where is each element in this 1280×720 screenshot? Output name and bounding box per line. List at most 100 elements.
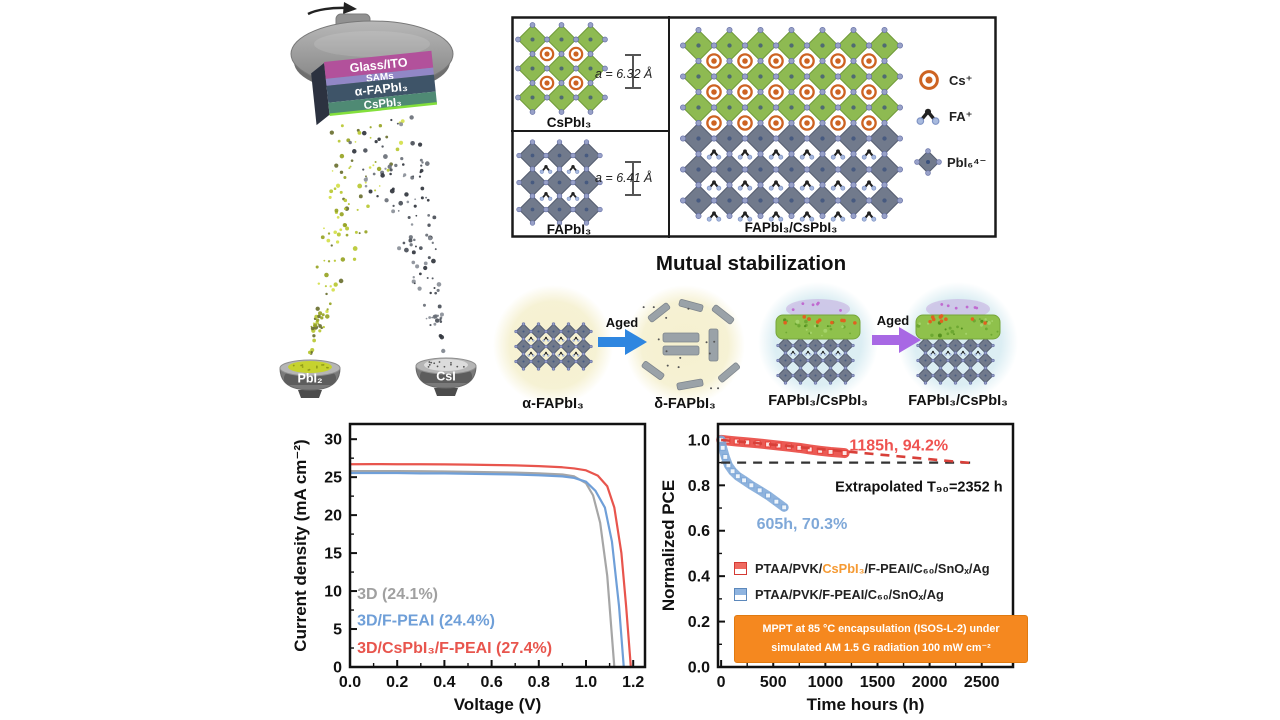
aged-arrow-1 <box>598 329 647 355</box>
annotation-2: 3D/F-PEAI (24.4%) <box>357 613 495 630</box>
hetero-label: FAPbI₃/CsPbI₃ <box>745 220 838 235</box>
gray-lattice <box>916 336 995 385</box>
legend-row-control-device: PTAA/PVK/F-PEAI/C₆₀/SnOₓ/Ag <box>734 581 990 607</box>
y-tick-label: 0.8 <box>688 478 710 495</box>
x-tick-label: 0.4 <box>433 674 455 691</box>
jv-chart-svg: 0.0 0.2 0.4 0.6 0.8 1.0 1.2 0 5 10 15 20 25 30 3D (24.… <box>291 422 647 714</box>
green-lattice <box>515 22 608 115</box>
step-label-3: FAPbI₃/CsPbI₃ <box>768 393 868 409</box>
gray-lattice <box>516 139 603 226</box>
y-axis-title: Normalized PCE <box>659 480 678 611</box>
annotation-2: 605h, 70.3% <box>757 516 848 533</box>
csi-particle-stream <box>348 115 446 354</box>
y-tick-label: 20 <box>324 508 342 525</box>
x-tick-label: 1000 <box>808 674 844 691</box>
y-tick-label: 5 <box>333 622 342 639</box>
y-tick-label: 15 <box>324 546 342 563</box>
legend-row-cspbi3-device: PTAA/PVK/CsPbI₃/F-PEAI/C₆₀/SnOₓ/Ag <box>734 555 990 581</box>
x-tick-label: 500 <box>760 674 787 691</box>
condition-line-2: simulated AM 1.5 G radiation 100 mW cm⁻² <box>771 642 991 654</box>
step-label-4: FAPbI₃/CsPbI₃ <box>908 393 1008 409</box>
y-tick-label: 1.0 <box>688 432 710 449</box>
step-label-1: α-FAPbI₃ <box>522 396 584 412</box>
source-label-1: PbI₂ <box>298 372 323 386</box>
layer-2 <box>325 67 434 86</box>
x-tick-label: 0.8 <box>528 674 550 691</box>
pbi2-particle-stream <box>307 119 405 355</box>
y-tick-label: 0 <box>333 660 342 677</box>
y-tick-label: 0.2 <box>688 614 710 631</box>
gray-lattice <box>514 322 593 371</box>
legend-marker-red <box>734 561 747 575</box>
hetero-film <box>915 299 1001 385</box>
y-tick-label: 0.4 <box>688 569 710 586</box>
annotation-1: 1185h, 94.2% <box>849 437 948 454</box>
layer-3 <box>326 74 436 103</box>
x-tick-label: 0.0 <box>339 674 361 691</box>
rotation-arrow-icon <box>307 2 357 16</box>
x-axis-title: Time hours (h) <box>807 695 925 714</box>
layer-label-3: α-FAPbI₃ <box>354 79 408 98</box>
layer-4 <box>328 91 437 115</box>
y-tick-label: 25 <box>324 470 342 487</box>
y-tick-label: 10 <box>324 584 342 601</box>
y-tick-label: 0.6 <box>688 523 710 540</box>
x-tick-label: 0.2 <box>386 674 408 691</box>
x-axis-title: Voltage (V) <box>454 695 542 714</box>
annotation-3: Extrapolated T₉₀=2352 h <box>835 480 1002 496</box>
gray-lattice <box>776 336 855 385</box>
source-crucible-1: PbI₂ <box>279 359 341 398</box>
aged-label-2: Aged <box>877 313 910 328</box>
source-material-1 <box>288 361 332 373</box>
y-tick-label: 30 <box>324 432 342 449</box>
cspbi3-label: CsPbI₃ <box>547 115 592 130</box>
layer-label-1: Glass/ITO <box>349 55 409 75</box>
mixed-lattice <box>680 27 903 222</box>
x-tick-label: 1.0 <box>575 674 597 691</box>
legend-text-2: PTAA/PVK/F-PEAI/C₆₀/SnOₓ/Ag <box>755 586 944 602</box>
legend-fa-label: FA⁺ <box>949 109 972 124</box>
stabilization-schematic: Aged Aged α-FAPbI₃ δ-FAPbI₃ FAPbI₃/CsPbI₃ FAP… <box>493 282 1018 412</box>
plot-box <box>348 422 647 669</box>
source-label-2: CsI <box>436 370 455 384</box>
source-crucible-2: CsI <box>415 357 477 396</box>
series-1 <box>348 469 616 669</box>
x-tick-label: 1.2 <box>622 674 644 691</box>
x-tick-label: 2000 <box>912 674 948 691</box>
legend-marker-blue <box>734 587 747 601</box>
jv-chart: 0.0 0.2 0.4 0.6 0.8 1.0 1.2 0 5 10 15 20 25 30 3D (24.… <box>290 415 660 715</box>
measurement-condition-box: MPPT at 85 °C encapsulation (ISOS-L-2) u… <box>734 615 1028 663</box>
annotation-3: 3D/CsPbI₃/F-PEAI (27.4%) <box>357 640 552 657</box>
y-tick-label: 0.0 <box>688 660 710 677</box>
step-label-2: δ-FAPbI₃ <box>654 396 715 412</box>
series-3 <box>348 462 632 669</box>
stability-legend: PTAA/PVK/CsPbI₃/F-PEAI/C₆₀/SnOₓ/Ag PTAA/… <box>734 555 990 607</box>
legend-highlight-cspbi3: CsPbI₃ <box>822 560 865 576</box>
plot-box <box>716 422 1015 669</box>
legend-cs-label: Cs⁺ <box>949 73 972 88</box>
aged-arrow-2 <box>872 327 921 353</box>
fapbi3-lattice-constant: a = 6.41 Å <box>595 170 652 185</box>
fapbi3-label: FAPbI₃ <box>547 222 592 237</box>
cspbi3-lattice-constant: a = 6.32 Å <box>595 66 652 81</box>
crystal-structure-svg: a = 6.32 Å CsPbI₃ a = 6.41 Å FAPbI₃ FAPbI₃/C… <box>511 16 997 238</box>
x-tick-label: 0 <box>717 674 726 691</box>
x-tick-label: 2500 <box>964 674 1000 691</box>
legend-text-1: PTAA/PVK/CsPbI₃/F-PEAI/C₆₀/SnOₓ/Ag <box>755 560 990 576</box>
x-tick-label: 0.6 <box>480 674 502 691</box>
delta-phase-rods <box>641 299 741 391</box>
legend-pbi6-label: PbI₆⁴⁻ <box>947 155 986 170</box>
y-axis-title: Current density (mA cm⁻²) <box>291 439 310 651</box>
aged-label-1: Aged <box>606 315 639 330</box>
annotation-1: 3D (24.1%) <box>357 586 438 603</box>
extrapolation-line <box>721 438 972 465</box>
mutual-stabilization-title: Mutual stabilization <box>655 252 847 275</box>
crystal-structure-panel: a = 6.32 Å CsPbI₃ a = 6.41 Å FAPbI₃ FAPbI₃/C… <box>511 16 997 238</box>
hetero-film <box>775 299 861 385</box>
condition-line-1: MPPT at 85 °C encapsulation (ISOS-L-2) u… <box>762 623 1000 635</box>
layer-1 <box>324 50 434 79</box>
